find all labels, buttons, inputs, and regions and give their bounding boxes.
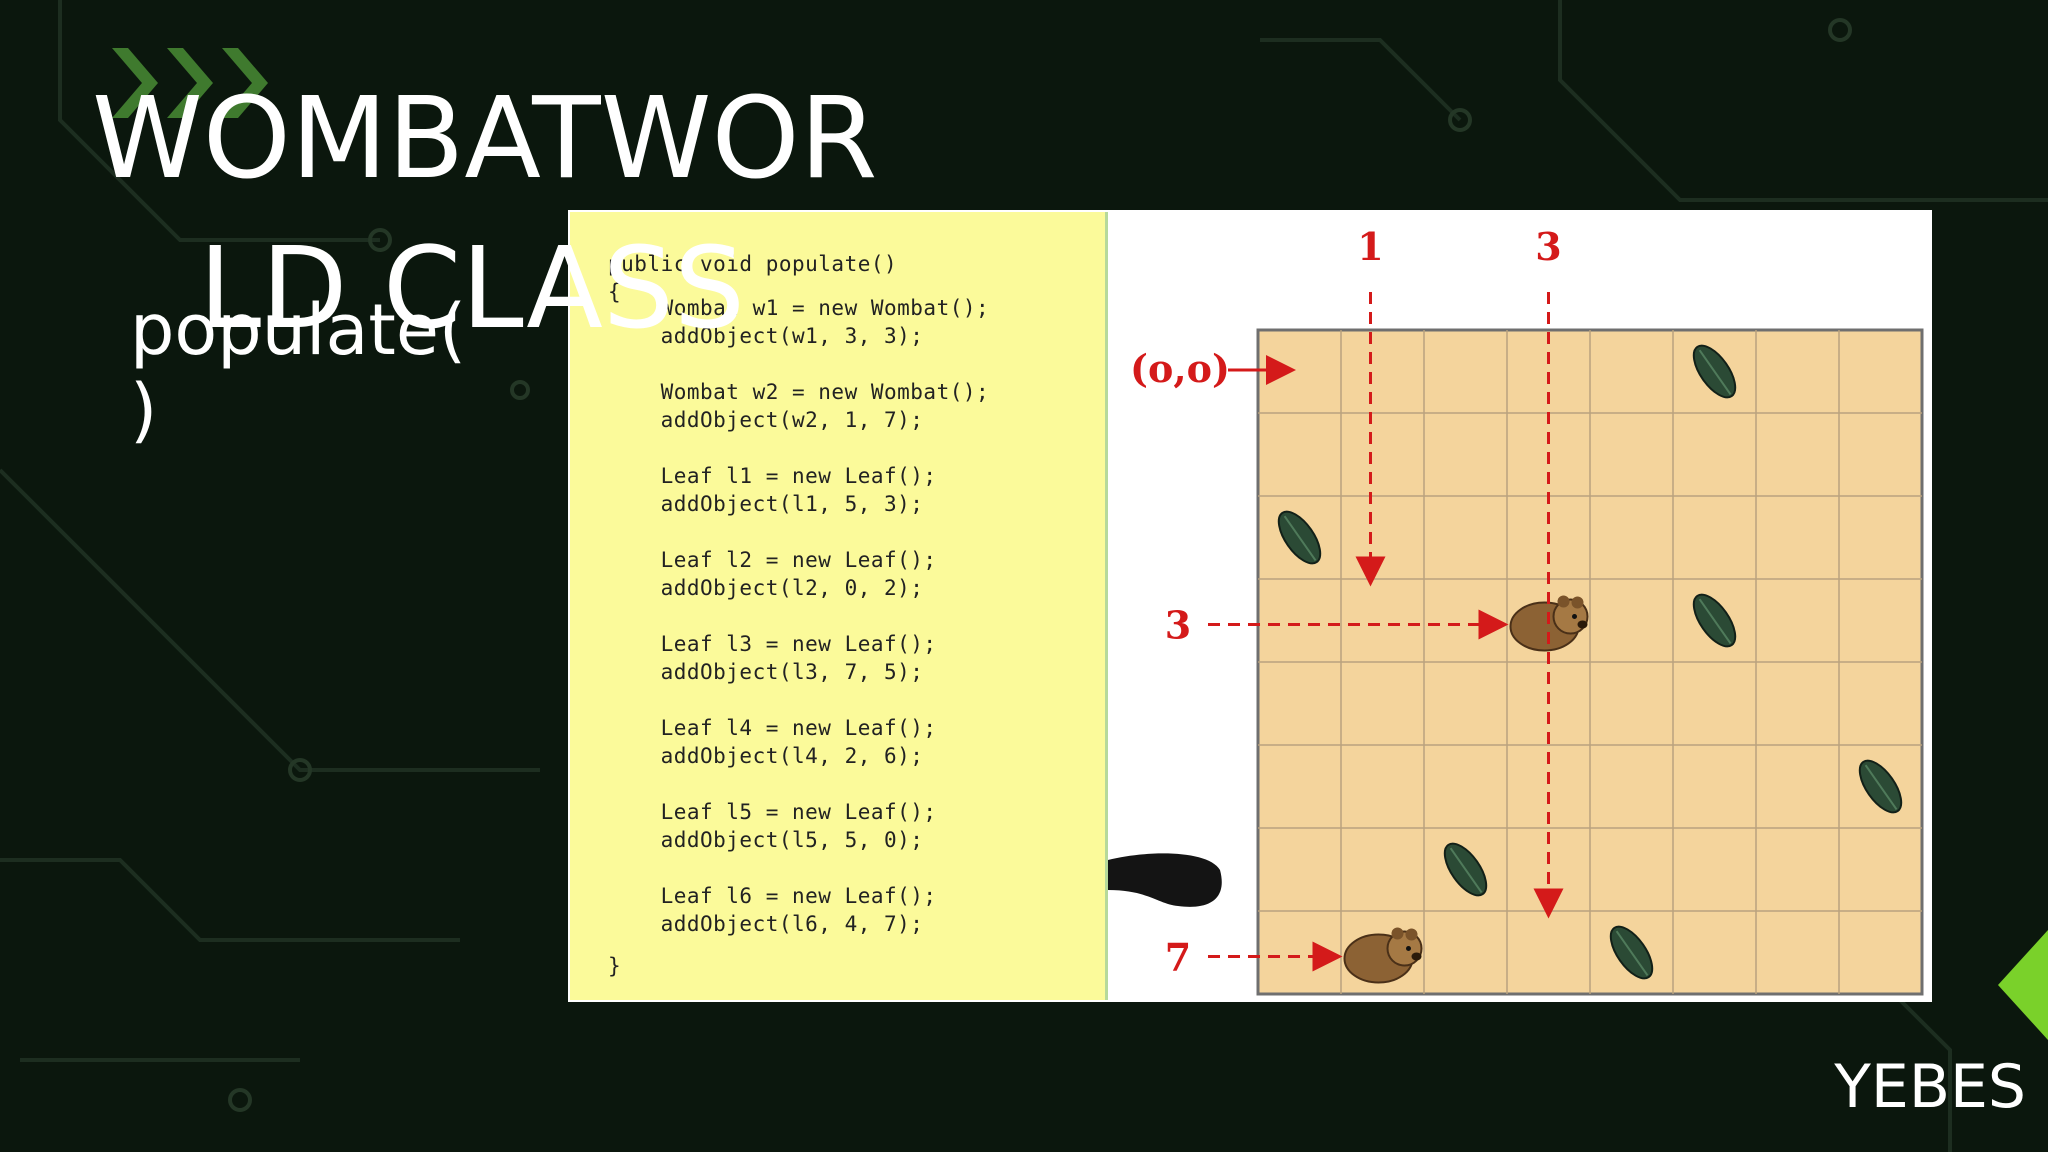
code-line: Leaf l4 = new Leaf(); (608, 716, 937, 740)
code-line: addObject(w2, 1, 7); (608, 408, 924, 432)
leaf-icon (1692, 344, 1737, 399)
code-line: Leaf l3 = new Leaf(); (608, 632, 937, 656)
code-line: addObject(w1, 3, 3); (608, 324, 924, 348)
wombat-icon (1343, 927, 1423, 984)
code-line: Leaf l1 = new Leaf(); (608, 464, 937, 488)
wombat-world-grid: 1 3 3 7 (o,o) (1108, 224, 1924, 996)
code-line: addObject(l3, 7, 5); (608, 660, 924, 684)
code-line: Leaf l6 = new Leaf(); (608, 884, 937, 908)
code-line: addObject(l6, 4, 7); (608, 912, 924, 936)
green-arrow-accent (1998, 930, 2048, 1040)
leaf-icon (1277, 510, 1322, 565)
leaf-icon (1443, 842, 1488, 897)
leaf-icon (1692, 593, 1737, 648)
slide-subtitle: populate( ) (130, 289, 467, 451)
column-marker-label: 3 (1535, 224, 1561, 269)
code-line: } (608, 954, 622, 978)
code-line: public void populate() (608, 252, 898, 276)
row-marker-label: 7 (1165, 935, 1191, 980)
code-line: Leaf l5 = new Leaf(); (608, 800, 937, 824)
leaf-icon (1858, 759, 1903, 814)
slide-title: WOMBATWOR LD CLASS (92, 74, 878, 354)
column-marker-label: 1 (1357, 224, 1383, 269)
dotted-chevrons-icon (112, 48, 268, 118)
code-line: { (608, 280, 622, 304)
code-line: Leaf l2 = new Leaf(); (608, 548, 937, 572)
code-line: addObject(l5, 5, 0); (608, 828, 924, 852)
row-marker-label: 3 (1165, 603, 1191, 648)
code-line: Wombat w1 = new Wombat(); (608, 296, 990, 320)
origin-label: (o,o) (1130, 346, 1230, 391)
populate-figure: public void populate() { Wombat w1 = new … (568, 210, 1932, 1002)
code-line: addObject(l2, 0, 2); (608, 576, 924, 600)
leaf-icon (1609, 925, 1654, 980)
footer-text: YEBES (1834, 1052, 2026, 1122)
code-line: addObject(l1, 5, 3); (608, 492, 924, 516)
wombat-icon (1509, 595, 1589, 652)
code-line: Wombat w2 = new Wombat(); (608, 380, 990, 404)
code-line: addObject(l4, 2, 6); (608, 744, 924, 768)
code-panel: public void populate() { Wombat w1 = new … (570, 212, 1108, 1000)
ink-blob (1108, 853, 1222, 907)
